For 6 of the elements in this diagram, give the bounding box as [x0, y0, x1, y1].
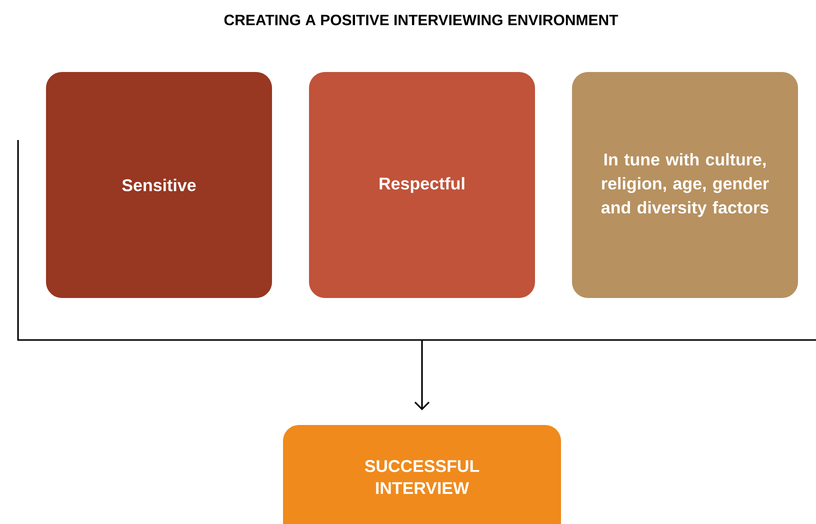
quality-box: Respectful: [309, 72, 535, 298]
arrow: [414, 340, 430, 410]
quality-box: Sensitive: [46, 72, 272, 298]
quality-box: In tune with culture, religion, age, gender and diversity factors: [572, 72, 798, 298]
result-box: SUCCESSFUL INTERVIEW: [283, 425, 561, 524]
title: CREATING A POSITIVE INTERVIEWING ENVIRONMENT: [224, 14, 618, 26]
